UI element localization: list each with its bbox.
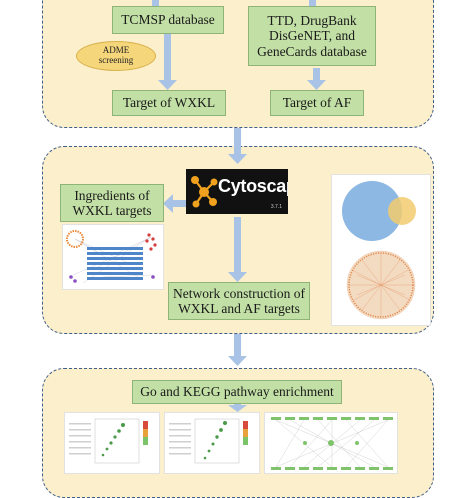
arrow-cytoscape-to-network-stem [234, 217, 241, 273]
arrow-panel2-to-panel3-head [228, 356, 247, 366]
go-kegg-enrichment-box: Go and KEGG pathway enrichment [132, 380, 342, 404]
ingredients-network-image [62, 224, 164, 290]
arrow-ttd-to-target-stem [313, 68, 320, 80]
network-construction-box: Network construction of WXKL and AF targ… [168, 282, 310, 320]
arrow-top-left-stem [152, 0, 159, 8]
cytoscape-version: 3.7.1 [270, 204, 282, 210]
arrow-cytoscape-to-ingredients-head [163, 194, 173, 213]
cytoscape-logo-text: Cytoscape [218, 176, 288, 196]
arrow-panel1-to-panel2-stem [234, 128, 241, 154]
go-enrichment-chart-image [64, 412, 160, 474]
arrow-tcmsp-to-target-head [158, 80, 177, 90]
pathway-network-image [264, 412, 398, 474]
venn-circle-wxkl [342, 181, 402, 241]
arrow-ttd-to-target-head [307, 80, 326, 90]
venn-and-ppi-network-image [331, 174, 431, 326]
flowchart-canvas: TCMSP database TTD, DrugBank DisGeNET, a… [42, 0, 434, 498]
ttd-drugbank-database-box: TTD, DrugBank DisGeNET, and GeneCards da… [248, 6, 376, 66]
target-of-af-box: Target of AF [270, 90, 364, 116]
kegg-enrichment-chart-image [164, 412, 260, 474]
venn-circle-af [388, 197, 416, 225]
arrow-go-kegg-to-results-head [228, 405, 247, 412]
arrow-tcmsp-to-target-stem [164, 34, 171, 80]
cytoscape-network-icon [191, 176, 218, 208]
arrow-cytoscape-to-ingredients-stem [172, 200, 188, 207]
cytoscape-logo: Cytoscape 3.7.1 [186, 169, 288, 214]
arrow-panel2-to-panel3-stem [234, 334, 241, 356]
arrow-cytoscape-to-network-head [228, 272, 247, 282]
arrow-panel1-to-panel2-head [228, 154, 247, 164]
arrow-top-right-stem [309, 0, 316, 10]
tcmsp-database-box: TCMSP database [112, 6, 224, 34]
adme-screening-ellipse: ADME screening [76, 41, 156, 71]
ingredients-of-wxkl-targets-box: Ingredients of WXKL targets [60, 184, 164, 222]
target-of-wxkl-box: Target of WXKL [112, 90, 226, 116]
